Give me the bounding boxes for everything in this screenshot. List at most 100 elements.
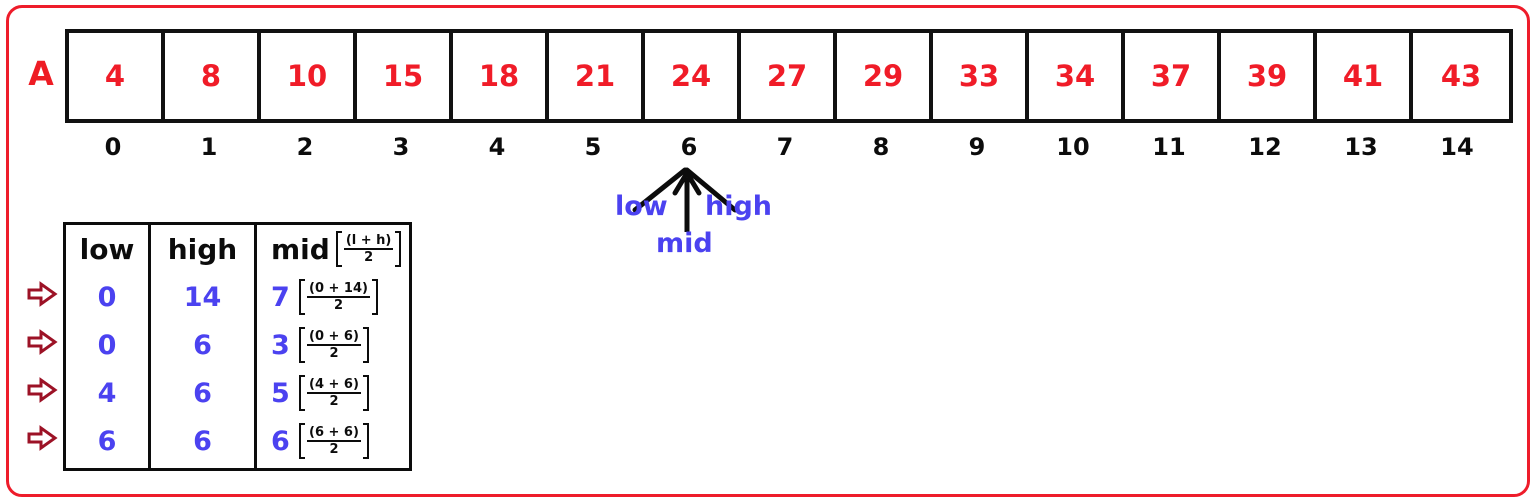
array-cell: 27 bbox=[741, 33, 837, 119]
fraction: (6 + 6) 2 bbox=[305, 426, 363, 456]
array-index-row: 0 1 2 3 4 5 6 7 8 9 10 11 12 13 14 bbox=[65, 133, 1505, 161]
array-cell: 4 bbox=[69, 33, 165, 119]
fraction: (4 + 6) 2 bbox=[305, 378, 363, 408]
floor-bracket-left-icon bbox=[299, 279, 305, 315]
mid-computation: (6 + 6) 2 bbox=[299, 423, 369, 459]
array-index-label: 3 bbox=[392, 133, 410, 161]
table-header-mid: mid (l + h) 2 bbox=[257, 225, 409, 273]
right-arrow-icon bbox=[27, 425, 58, 451]
mid-computation: (0 + 14) 2 bbox=[299, 279, 378, 315]
array-index-label: 11 bbox=[1152, 133, 1186, 161]
pointer-label-mid: mid bbox=[656, 228, 713, 259]
array-index-label: 0 bbox=[104, 133, 122, 161]
table-cell-high: 6 bbox=[193, 425, 212, 457]
fraction-denominator: 2 bbox=[364, 250, 374, 265]
table-cell-high: 6 bbox=[193, 329, 212, 361]
array-index-label: 4 bbox=[488, 133, 506, 161]
table-cell-mid: 6 (6 + 6) 2 bbox=[257, 417, 409, 465]
fraction-denominator: 2 bbox=[333, 298, 343, 313]
array-index-label: 1 bbox=[200, 133, 218, 161]
array-cell: 41 bbox=[1317, 33, 1413, 119]
table-cell-low: 0 bbox=[97, 329, 117, 361]
fraction-denominator: 2 bbox=[329, 346, 339, 361]
row-marker bbox=[22, 318, 62, 366]
array-index-label: 14 bbox=[1440, 133, 1474, 161]
array-index-label: 9 bbox=[968, 133, 986, 161]
array-cell: 43 bbox=[1413, 33, 1509, 119]
floor-bracket-right-icon bbox=[362, 375, 369, 411]
table-cell-mid: 3 (0 + 6) 2 bbox=[257, 321, 409, 369]
mid-value: 5 bbox=[271, 377, 290, 409]
table-cell-high: 14 bbox=[183, 281, 222, 313]
fraction-numerator: (0 + 14) bbox=[307, 281, 370, 298]
floor-bracket-left-icon bbox=[299, 327, 305, 363]
array-cell: 39 bbox=[1221, 33, 1317, 119]
table-cell-high: 6 bbox=[193, 377, 212, 409]
table-cell-low: 0 bbox=[97, 281, 117, 313]
table-column-mid: mid (l + h) 2 7 (0 + 14) 2 bbox=[257, 225, 409, 468]
array-index-label: 10 bbox=[1056, 133, 1090, 161]
fraction: (0 + 14) 2 bbox=[305, 282, 372, 312]
array-cell: 10 bbox=[261, 33, 357, 119]
array-index-label: 6 bbox=[680, 133, 698, 161]
array-name-label: A bbox=[28, 54, 54, 93]
array-index-label: 2 bbox=[296, 133, 314, 161]
fraction: (0 + 6) 2 bbox=[305, 330, 363, 360]
array-cell: 29 bbox=[837, 33, 933, 119]
table-cell-mid: 7 (0 + 14) 2 bbox=[257, 273, 409, 321]
floor-bracket-left-icon bbox=[299, 423, 305, 459]
right-arrow-icon bbox=[27, 377, 58, 403]
array-cell: 24 bbox=[645, 33, 741, 119]
array-index-label: 13 bbox=[1344, 133, 1378, 161]
table-column-low: low 0 0 4 6 bbox=[66, 225, 151, 468]
row-marker bbox=[22, 270, 62, 318]
array-cell: 15 bbox=[357, 33, 453, 119]
mid-computation: (0 + 6) 2 bbox=[299, 327, 369, 363]
array-cell: 18 bbox=[453, 33, 549, 119]
converging-pointer-icon bbox=[632, 167, 738, 232]
array-cell: 37 bbox=[1125, 33, 1221, 119]
row-marker bbox=[22, 414, 62, 462]
array-cell: 33 bbox=[933, 33, 1029, 119]
mid-value: 3 bbox=[271, 329, 290, 361]
table-column-high: high 14 6 6 6 bbox=[151, 225, 257, 468]
fraction-numerator: (0 + 6) bbox=[307, 329, 361, 346]
table-header-high: high bbox=[167, 232, 238, 266]
floor-bracket-left-icon bbox=[335, 231, 342, 267]
floor-bracket-right-icon bbox=[362, 423, 369, 459]
table-cell-low: 6 bbox=[97, 425, 117, 457]
table-row-markers bbox=[22, 270, 62, 462]
fraction: (l + h) 2 bbox=[342, 234, 396, 264]
array-index-label: 8 bbox=[872, 133, 890, 161]
array-index-label: 12 bbox=[1248, 133, 1282, 161]
pointer-annotation-group: low high mid bbox=[580, 160, 840, 265]
mid-computation: (4 + 6) 2 bbox=[299, 375, 369, 411]
fraction-denominator: 2 bbox=[329, 442, 339, 457]
right-arrow-icon bbox=[27, 329, 58, 355]
array-index-label: 7 bbox=[776, 133, 794, 161]
mid-value: 7 bbox=[271, 281, 290, 313]
mid-formula: (l + h) 2 bbox=[335, 231, 402, 267]
array-container: 4 8 10 15 18 21 24 27 29 33 34 37 39 41 … bbox=[65, 29, 1513, 123]
array-cell: 21 bbox=[549, 33, 645, 119]
floor-bracket-right-icon bbox=[371, 279, 378, 315]
table-cell-low: 4 bbox=[97, 377, 117, 409]
array-cell: 34 bbox=[1029, 33, 1125, 119]
floor-bracket-right-icon bbox=[395, 231, 402, 267]
row-marker bbox=[22, 366, 62, 414]
array-index-label: 5 bbox=[584, 133, 602, 161]
pointer-label-low: low bbox=[615, 191, 668, 222]
pointer-label-high: high bbox=[705, 191, 773, 222]
fraction-numerator: (l + h) bbox=[343, 233, 394, 250]
table-header-mid-label: mid bbox=[271, 232, 330, 266]
fraction-numerator: (6 + 6) bbox=[307, 425, 361, 442]
table-header-low: low bbox=[79, 232, 135, 266]
binary-search-trace-table: low 0 0 4 6 high 14 6 6 6 mid (l + h) 2 bbox=[63, 222, 412, 471]
array-cell: 8 bbox=[165, 33, 261, 119]
mid-value: 6 bbox=[271, 425, 290, 457]
right-arrow-icon bbox=[27, 281, 58, 307]
fraction-denominator: 2 bbox=[329, 394, 339, 409]
fraction-numerator: (4 + 6) bbox=[307, 377, 361, 394]
floor-bracket-left-icon bbox=[299, 375, 305, 411]
